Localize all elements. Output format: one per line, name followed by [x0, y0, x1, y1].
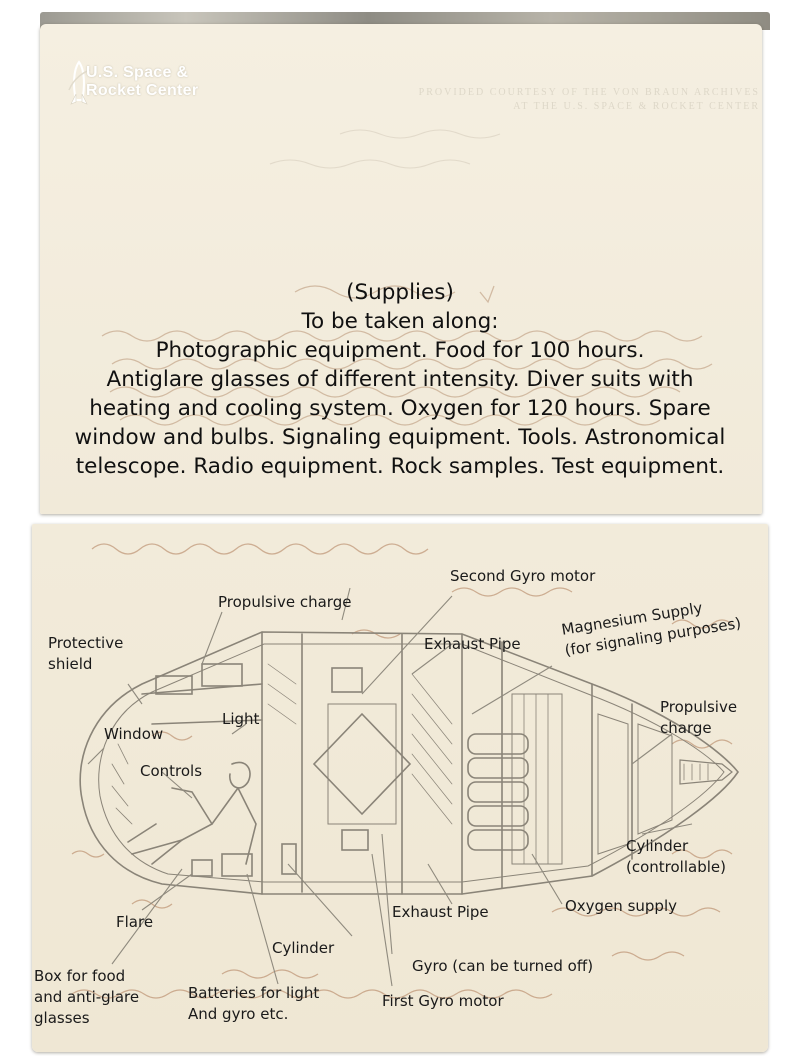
label-exhaust-pipe-bottom: Exhaust Pipe	[392, 903, 489, 921]
label-second-gyro-motor: Second Gyro motor	[450, 567, 596, 585]
rocket-logo-icon	[68, 60, 91, 105]
supplies-caption: (Supplies) To be taken along: Photograph…	[36, 278, 764, 481]
logo-line-1: U.S. Space &	[86, 64, 189, 81]
label-first-gyro-motor: First Gyro motor	[382, 992, 504, 1010]
label-line: Cylinder	[626, 837, 689, 855]
label-line: Box for food	[34, 967, 126, 985]
archive-courtesy-watermark: PROVIDED COURTESY OF THE VON BRAUN ARCHI…	[384, 86, 760, 114]
caption-line: window and bulbs. Signaling equipment. T…	[74, 425, 726, 450]
label-line: Propulsive	[660, 698, 738, 716]
label-cylinder-bottom: Cylinder	[272, 939, 335, 957]
logo-wordmark: U.S. Space & Rocket Center	[86, 64, 198, 100]
courtesy-line-2: AT THE U.S. SPACE & ROCKET CENTER	[513, 101, 760, 112]
label-batteries: Batteries for light And gyro etc.	[188, 983, 319, 1025]
label-line: glasses	[34, 1009, 90, 1027]
rocket-cross-section-sketch	[71, 543, 739, 999]
label-line: charge	[660, 719, 712, 737]
caption-line: telescope. Radio equipment. Rock samples…	[75, 454, 725, 479]
caption-line: Photographic equipment. Food for 100 hou…	[155, 338, 645, 363]
label-propulsive-charge-right: Propulsive charge	[660, 697, 737, 739]
label-propulsive-charge-top: Propulsive charge	[218, 593, 352, 611]
label-cylinder-controllable: Cylinder (controllable)	[626, 836, 726, 878]
label-line: Batteries for light	[188, 984, 320, 1002]
caption-heading: (Supplies)	[346, 280, 454, 305]
label-box-for-food: Box for food and anti-glare glasses	[34, 966, 139, 1029]
label-oxygen-supply: Oxygen supply	[565, 897, 677, 915]
courtesy-line-1: PROVIDED COURTESY OF THE VON BRAUN ARCHI…	[418, 87, 760, 98]
notebook-bottom-page	[32, 524, 768, 1052]
logo-line-2: Rocket Center	[86, 82, 199, 99]
handwriting-scribbles-top	[101, 129, 713, 426]
caption-line: Antiglare glasses of different intensity…	[106, 367, 694, 392]
label-flare: Flare	[116, 913, 154, 931]
notebook-top-page	[40, 24, 762, 514]
label-protective-shield: Protective shield	[48, 633, 123, 675]
label-line: (controllable)	[626, 858, 726, 876]
label-line: and anti-glare	[34, 988, 140, 1006]
label-gyro: Gyro (can be turned off)	[412, 957, 594, 975]
label-line: And gyro etc.	[188, 1005, 289, 1023]
caption-subheading: To be taken along:	[301, 309, 499, 334]
label-light: Light	[222, 710, 260, 728]
label-window: Window	[104, 725, 164, 743]
label-line: shield	[48, 655, 93, 673]
caption-line: heating and cooling system. Oxygen for 1…	[89, 396, 711, 421]
label-line: Protective	[48, 634, 124, 652]
label-controls: Controls	[140, 762, 203, 780]
label-exhaust-pipe-top: Exhaust Pipe	[424, 635, 521, 653]
